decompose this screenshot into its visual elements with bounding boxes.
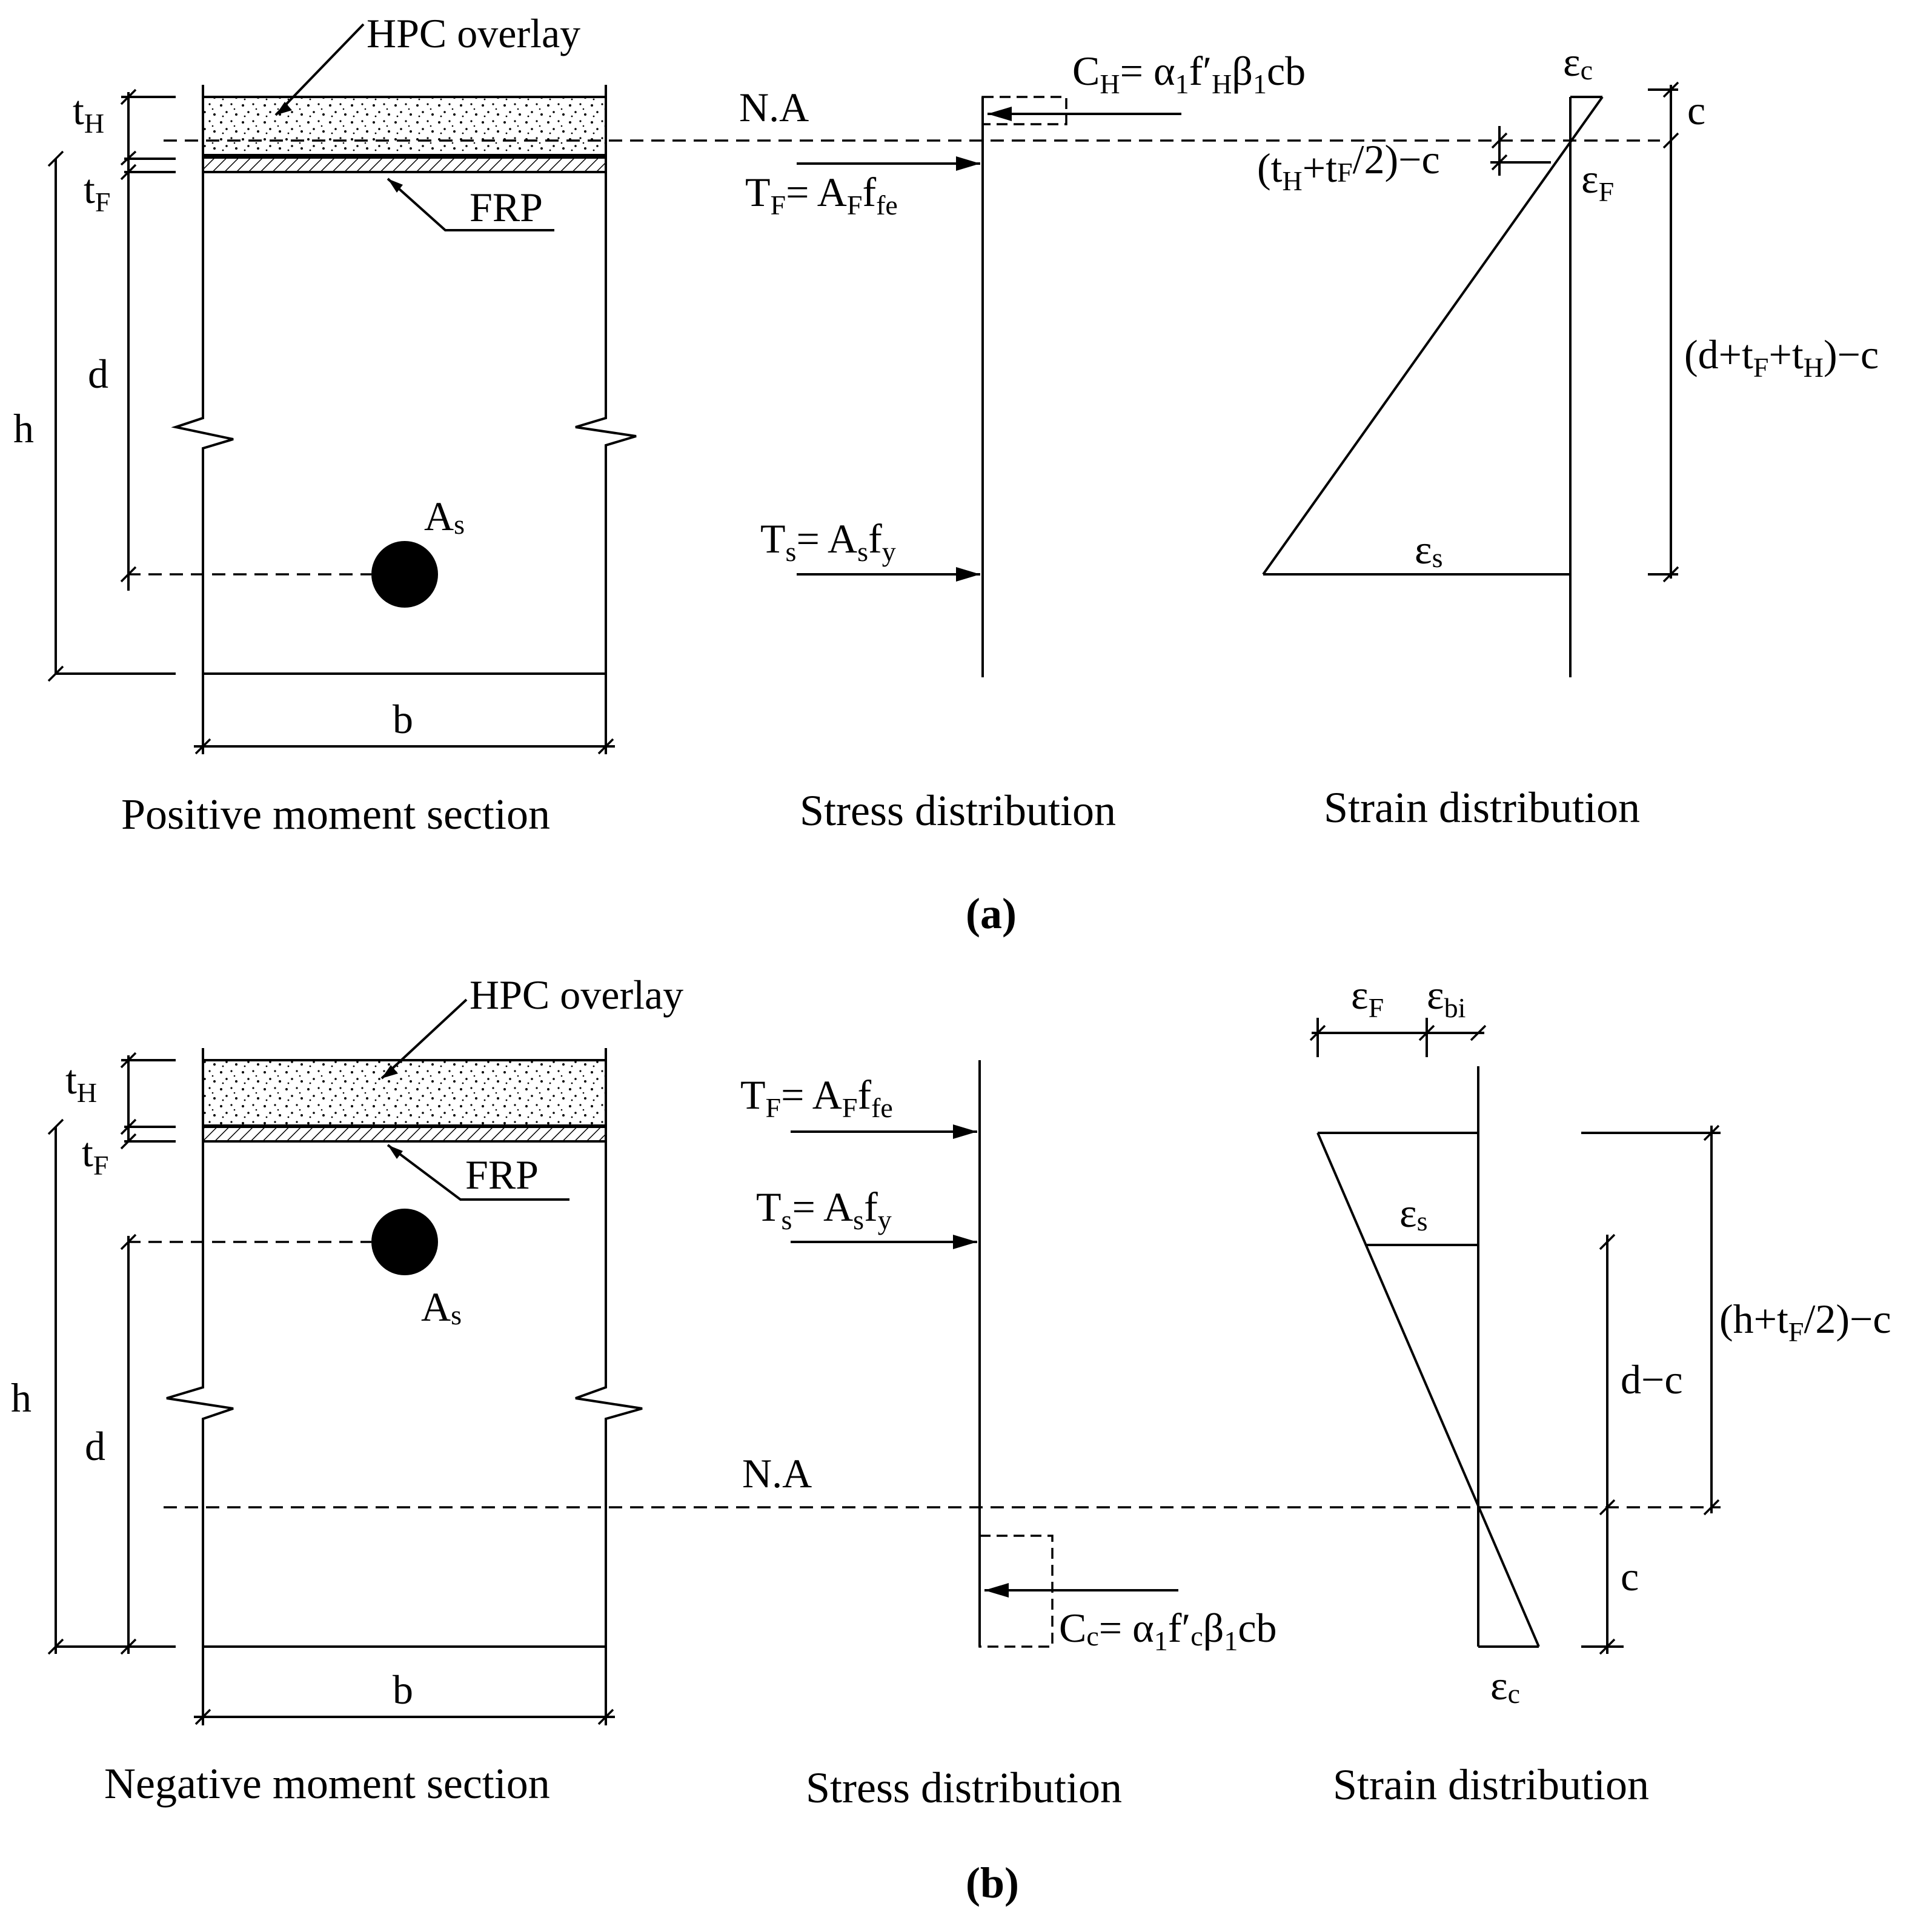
negative-section: HPC overlay FRP tH tF d h b As (11, 972, 683, 1725)
panel-b: HPC overlay FRP tH tF d h b As N.A TF= A… (11, 972, 1891, 1907)
stress-distribution-b: TF= AFffe Ts= Asfy Cc= α1f′cβ1cb (740, 1060, 1277, 1656)
overlay-leader-b (380, 998, 468, 1080)
c-label-b: c (1621, 1553, 1639, 1599)
section-right-edge-b (575, 1048, 643, 1678)
tH-label-b: tH (65, 1057, 97, 1108)
eF-label-a: εF (1581, 156, 1614, 207)
dc-label: d−c (1621, 1356, 1683, 1402)
strain-line (1262, 96, 1604, 576)
Cc-label: Cc= α1f′cβ1cb (1059, 1605, 1277, 1656)
d-label: d (88, 351, 108, 397)
h-label-b: h (11, 1375, 32, 1421)
caption-strain-b: Strain distribution (1333, 1761, 1649, 1809)
steel-bar-b (371, 1209, 438, 1275)
offset-label: (tH+tHF/2)−c (1257, 136, 1440, 196)
overlay-label-b: HPC overlay (470, 972, 683, 1018)
section-left-edge (171, 85, 234, 709)
caption-negative-section: Negative moment section (104, 1759, 550, 1808)
frp-label-b: FRP (465, 1152, 539, 1198)
section-left-edge-b (166, 1048, 234, 1678)
frp-leader (387, 178, 554, 231)
section-right-edge (575, 85, 637, 709)
steel-label-b: As (421, 1284, 462, 1330)
strain-distribution-b: εF εbi εs εc d−c c (h+tF/2)−c (1309, 972, 1891, 1709)
tH-label: tH (73, 87, 104, 139)
b-label-b: b (393, 1667, 413, 1713)
na-label-a: N.A (739, 84, 809, 130)
ebi-label: εbi (1427, 972, 1466, 1023)
compression-block-a (981, 96, 1067, 125)
depth-label-b: (h+tF/2)−c (1719, 1296, 1891, 1347)
eF-label-b: εF (1351, 972, 1384, 1023)
dim-ticks (47, 88, 614, 755)
TF-label-b: TF= AFffe (740, 1072, 893, 1123)
overlay-leader (274, 23, 365, 116)
hpc-overlay-layer (202, 96, 607, 156)
depth-label-a: (d+tF+tH)−c (1684, 331, 1879, 383)
frp-layer-b (202, 1126, 607, 1143)
stress-distribution-a: CH= α1f′Hβ1cb TF= AFffe Ts= Asfy (745, 48, 1306, 677)
ec-label-b: εc (1490, 1662, 1520, 1709)
h-label: h (13, 405, 34, 451)
es-label-b: εs (1399, 1190, 1427, 1236)
frp-leader-b (387, 1144, 569, 1201)
TF-label: TF= AFffe (745, 169, 898, 221)
panel-a: HPC overlay FRP tH tF d h b As N.A CH= α… (13, 10, 1879, 938)
caption-stress-a: Stress distribution (800, 786, 1116, 835)
ec-label-a: εc (1563, 39, 1593, 85)
b-label: b (393, 696, 413, 742)
steel-label: As (424, 493, 465, 540)
strain-distribution-a: εc εF εs c (tH+tHF/2)−c (d+tF+tH)−c (1257, 39, 1879, 677)
CH-label: CH= α1f′Hβ1cb (1072, 48, 1306, 99)
caption-positive-section: Positive moment section (121, 790, 550, 838)
panel-b-label: (b) (966, 1859, 1019, 1907)
steel-bar (371, 541, 438, 608)
overlay-label: HPC overlay (367, 10, 580, 56)
panel-a-label: (a) (966, 889, 1017, 938)
Ts-label-b: Ts= Asfy (756, 1184, 892, 1235)
c-label-a: c (1687, 87, 1705, 133)
tF-label-b: tF (82, 1129, 109, 1181)
d-label-b: d (85, 1423, 105, 1469)
Ts-label: Ts= Asfy (760, 516, 896, 567)
strain-line-b (1316, 1132, 1540, 1647)
positive-section: HPC overlay FRP tH tF d h b As (13, 10, 637, 755)
tF-label: tF (84, 166, 111, 217)
hpc-overlay-layer-b (202, 1059, 607, 1127)
frp-layer (202, 156, 607, 173)
frp-label: FRP (470, 184, 543, 230)
caption-stress-b: Stress distribution (806, 1764, 1122, 1812)
na-label-b: N.A (742, 1450, 812, 1496)
caption-strain-a: Strain distribution (1324, 783, 1640, 832)
es-label-a: εs (1415, 526, 1442, 573)
